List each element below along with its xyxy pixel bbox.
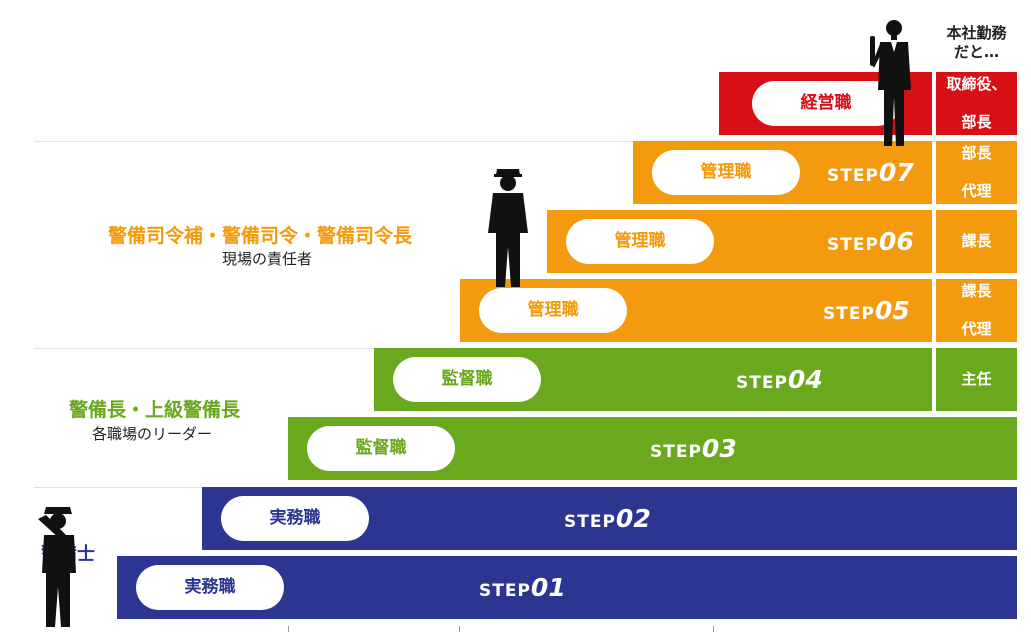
step-number: 06 <box>878 227 914 256</box>
divider-mid <box>34 348 374 349</box>
step-03-bar: 監督職 STEP03 <box>288 417 1017 480</box>
side-label-line: 代理 <box>961 320 992 338</box>
side-label-line: 部長 <box>961 113 992 131</box>
step-01-label: STEP01 <box>479 556 566 623</box>
step-word: STEP <box>650 442 702 462</box>
axis-tick <box>713 626 714 632</box>
step-number: 03 <box>701 434 737 463</box>
step-02-bar: 実務職 STEP02 <box>202 487 1017 550</box>
step-word: STEP <box>564 512 616 532</box>
step-05-bar: 管理職 STEP05 <box>460 279 932 342</box>
side-label-step05: 課長代理 <box>936 279 1017 342</box>
step-word: STEP <box>827 235 879 255</box>
step-number: 04 <box>787 365 823 394</box>
step-04-label: STEP04 <box>736 348 823 415</box>
divider-top <box>34 141 936 142</box>
step-01-bar: 実務職 STEP01 <box>117 556 1017 619</box>
role-pill-step01: 実務職 <box>136 565 284 610</box>
group-subtitle-leaders: 各職場のリーダー <box>92 425 213 443</box>
side-label-step04: 主任 <box>936 348 1017 411</box>
step-02-label: STEP02 <box>564 487 651 554</box>
step-number: 07 <box>878 158 914 187</box>
step-06-label: STEP06 <box>827 210 914 277</box>
step-06-bar: 管理職 STEP06 <box>547 210 932 273</box>
step-04-bar: 監督職 STEP04 <box>374 348 932 411</box>
role-pill-step07: 管理職 <box>652 150 800 195</box>
side-label-line: 課長 <box>961 232 992 250</box>
side-header-line2: だと… <box>953 43 999 61</box>
axis-tick <box>459 626 460 632</box>
group-subtitle-managers: 現場の責任者 <box>222 250 313 268</box>
side-label-line: 主任 <box>961 370 992 388</box>
axis-tick <box>288 626 289 632</box>
group-title-leaders: 警備長・上級警備長 <box>69 399 241 421</box>
side-label-step07: 部長代理 <box>936 141 1017 204</box>
side-label-executive: 取締役、部長 <box>936 72 1017 135</box>
step-number: 05 <box>874 296 910 325</box>
side-header: 本社勤務 だと… <box>936 24 1017 62</box>
role-pill-step06: 管理職 <box>566 219 714 264</box>
group-title-managers: 警備司令補・警備司令・警備司令長 <box>108 225 413 247</box>
side-label-line: 取締役、 <box>946 75 1007 93</box>
step-07-bar: 管理職 STEP07 <box>633 141 932 204</box>
role-pill-executive: 経営職 <box>752 81 900 126</box>
side-header-line1: 本社勤務 <box>946 24 1007 42</box>
step-number: 01 <box>530 573 566 602</box>
step-word: STEP <box>827 166 879 186</box>
step-07-label: STEP07 <box>827 141 914 208</box>
divider-low <box>34 487 202 488</box>
role-pill-step03: 監督職 <box>307 426 455 471</box>
side-label-line: 部長 <box>961 144 992 162</box>
role-pill-step05: 管理職 <box>479 288 627 333</box>
step-03-label: STEP03 <box>650 417 737 484</box>
step-word: STEP <box>823 304 875 324</box>
side-label-step06: 課長 <box>936 210 1017 273</box>
police-officer-icon <box>488 169 528 287</box>
saluting-guard-icon <box>38 507 76 627</box>
step-05-label: STEP05 <box>823 279 910 346</box>
businessman-icon <box>870 20 911 146</box>
step-word: STEP <box>736 373 788 393</box>
step-word: STEP <box>479 581 531 601</box>
side-label-line: 代理 <box>961 182 992 200</box>
role-pill-step02: 実務職 <box>221 496 369 541</box>
role-pill-step04: 監督職 <box>393 357 541 402</box>
step-number: 02 <box>615 504 651 533</box>
side-label-line: 課長 <box>961 282 992 300</box>
